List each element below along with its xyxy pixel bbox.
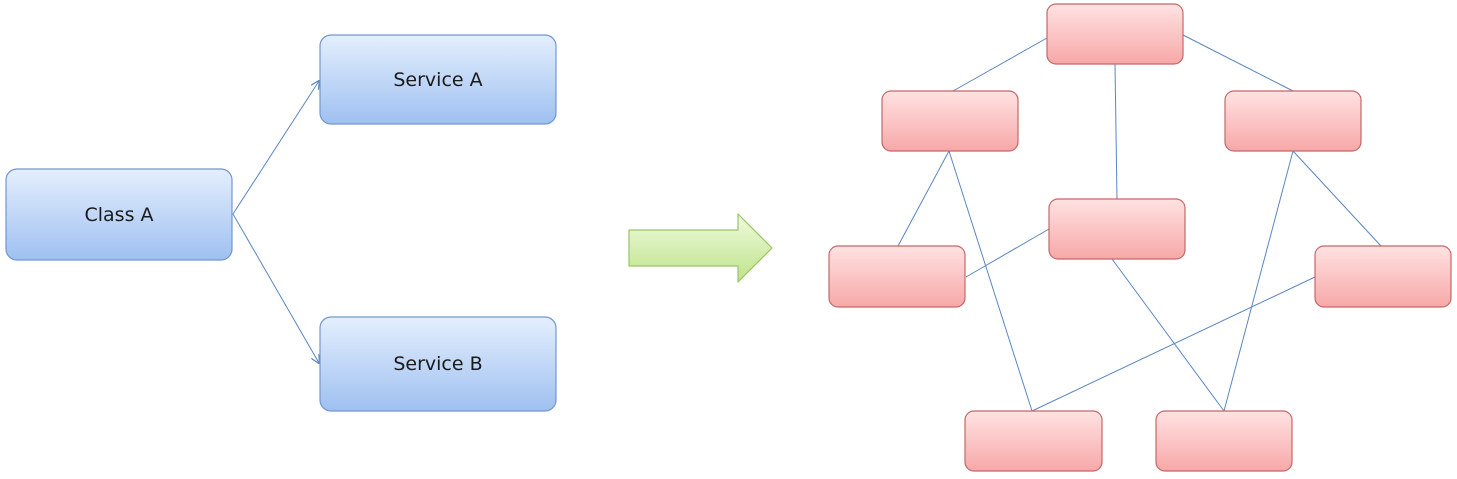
mesh-edge [1111,258,1225,412]
edge-class-a-to-service-b [232,213,319,363]
service-b-box: Service B [319,316,557,412]
mesh-node [1046,3,1184,65]
mesh-connectors [897,34,1382,412]
mesh-node [1224,90,1362,152]
mesh-edge [1292,150,1382,247]
mesh-edge [897,150,950,247]
mesh-edge [1031,276,1316,412]
mesh-edge [965,228,1050,278]
class-a-label: Class A [84,204,153,226]
right-arrow-icon [628,213,773,283]
mesh-edge [1223,150,1294,412]
class-a-box: Class A [5,168,233,261]
mesh-edge [948,150,1033,412]
edge-class-a-to-service-a [232,81,319,215]
mesh-edge [1182,34,1294,92]
mesh-node [1048,198,1186,260]
mesh-node [1155,410,1293,472]
service-a-label: Service A [393,69,482,91]
service-b-label: Service B [393,353,482,375]
mesh-node [828,245,966,308]
mesh-edge [1114,63,1118,200]
service-a-box: Service A [319,34,557,125]
left-connectors [232,81,319,363]
mesh-node [964,410,1103,472]
mesh-node [1314,245,1452,308]
mesh-nodes [828,3,1452,472]
mesh-edge [952,37,1048,92]
mesh-node [881,90,1019,152]
